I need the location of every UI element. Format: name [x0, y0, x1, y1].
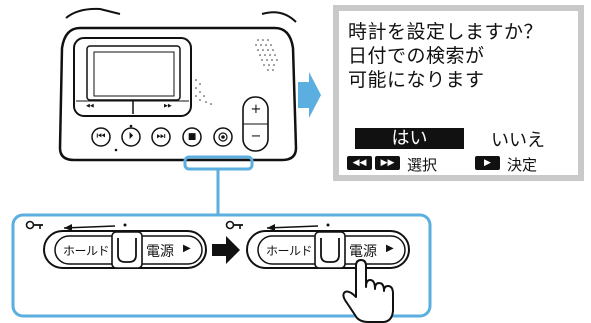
select-label: 選択: [407, 156, 438, 174]
lcd-panel: 時計を設定しますか？ 日付での検索が 可能になります はい いいえ ◀◀ ▶▶ …: [333, 5, 584, 181]
speaker-grille-right: [255, 39, 278, 71]
play-icon[interactable]: ⏵: [128, 131, 134, 142]
stop-icon[interactable]: ■: [187, 132, 197, 142]
dialog-line-2: 日付での検索が: [348, 45, 485, 67]
hold-label-2: ホールド: [266, 244, 313, 258]
hand-pointer-icon: [342, 259, 394, 323]
recorder-device: [58, 7, 298, 162]
hold-label-1: ホールド: [63, 244, 110, 258]
dialog-question: 時計を設定しますか？: [348, 21, 544, 43]
speaker-grille-left: [195, 79, 212, 105]
power-arrow-icon-1: ▶: [183, 243, 191, 254]
volume-minus-icon[interactable]: −: [250, 129, 262, 144]
black-right-arrow-icon: [212, 236, 240, 264]
power-arrow-icon-2: ▶: [386, 243, 394, 254]
no-option[interactable]: いいえ: [491, 130, 545, 151]
screen-forward-label: ▶▶: [164, 103, 172, 109]
confirm-label: 決定: [507, 156, 538, 174]
next-key-icon: ▶▶: [375, 156, 400, 170]
power-label-1: 電源: [146, 244, 174, 260]
hold-switch-before: [25, 220, 207, 269]
play-key-icon: ▶: [475, 156, 500, 170]
right-arrow-icon: [298, 72, 321, 118]
volume-plus-icon[interactable]: +: [250, 102, 262, 117]
prev-track-icon[interactable]: ⏮: [96, 131, 106, 142]
next-track-icon[interactable]: ⏭: [156, 131, 166, 142]
lcd-screen: 時計を設定しますか？ 日付での検索が 可能になります はい いいえ ◀◀ ▶▶ …: [339, 11, 578, 175]
screen-rewind-label: ◀◀: [86, 103, 94, 109]
record-button[interactable]: [214, 128, 232, 146]
yes-option[interactable]: はい: [355, 128, 464, 149]
prev-key-icon: ◀◀: [347, 156, 372, 170]
dialog-line-3: 可能になります: [348, 69, 485, 91]
hold-switch-after: [225, 220, 410, 269]
power-label-2: 電源: [349, 244, 377, 260]
